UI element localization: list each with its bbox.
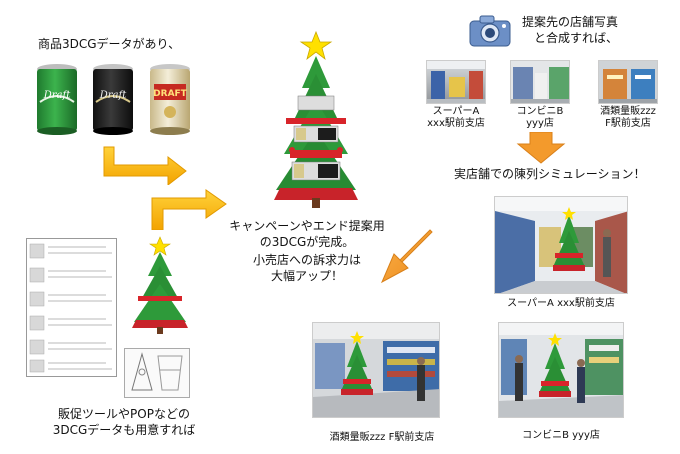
flow-arrow-bottom <box>151 189 227 230</box>
store-caption-3-line2: F駅前支店 <box>605 118 651 129</box>
simulation-caption-super: スーパーA xxx駅前支店 <box>507 298 615 309</box>
flow-arrow-top <box>103 146 187 185</box>
store-photo-liquor <box>598 60 658 104</box>
store-photo-super <box>426 60 486 104</box>
simulation-caption: 実店舗での陳列シミュレーション！ <box>454 167 646 181</box>
store-caption-1-line1: スーパーA <box>432 106 480 117</box>
product-3dcg-caption: 商品3DCGデータがあり、 <box>38 37 181 51</box>
store-caption-2-line1: コンビニB <box>516 106 564 117</box>
simulation-photo-conbini <box>498 322 624 418</box>
store-caption-3-line1: 酒類量販zzz <box>600 106 656 117</box>
simulation-caption-liquor: 酒類量販zzz F駅前支店 <box>329 432 435 443</box>
black-can-icon: Draft <box>93 64 133 135</box>
svg-text:Draft: Draft <box>99 90 127 101</box>
pop-sketch-image <box>124 348 190 398</box>
green-can-icon: Draft <box>37 64 77 135</box>
diagonal-arrow <box>380 229 433 284</box>
camera-caption-line2: と合成すれば、 <box>534 31 619 45</box>
center-caption-line4: 大幅アップ！ <box>270 269 343 283</box>
beer-cans-image: Draft Draft DRAFT <box>37 64 190 135</box>
simulation-photo-super <box>494 196 628 294</box>
store-caption-2-line2: yyy店 <box>526 118 554 129</box>
gold-can-icon: DRAFT <box>150 64 190 135</box>
center-tree-display-image <box>274 30 358 208</box>
svg-text:Draft: Draft <box>43 90 71 101</box>
store-photo-conbini <box>510 60 570 104</box>
center-caption-line1: キャンペーンやエンド提案用 <box>229 219 385 233</box>
small-star-icon <box>149 236 171 256</box>
camera-icon <box>469 15 511 47</box>
svg-text:DRAFT: DRAFT <box>153 89 188 99</box>
center-caption-line3: 小売店への訴求力は <box>252 253 361 267</box>
star-icon <box>299 30 333 61</box>
store-caption-1-line2: xxx駅前支店 <box>427 118 485 129</box>
camera-caption-line1: 提案先の店舗写真 <box>522 15 619 29</box>
simulation-photo-liquor <box>312 322 440 418</box>
center-caption-line2: の3DCGが完成。 <box>259 235 355 249</box>
bottom-left-caption-line2: 3DCGデータも用意すれば <box>52 423 196 437</box>
down-arrow <box>516 132 566 164</box>
bottom-left-caption-line1: 販促ツールやPOPなどの <box>58 407 190 421</box>
promo-tool-sheet-image <box>26 238 117 377</box>
promo-tree-image <box>132 236 188 334</box>
simulation-caption-conbini: コンビニB yyy店 <box>522 430 600 441</box>
